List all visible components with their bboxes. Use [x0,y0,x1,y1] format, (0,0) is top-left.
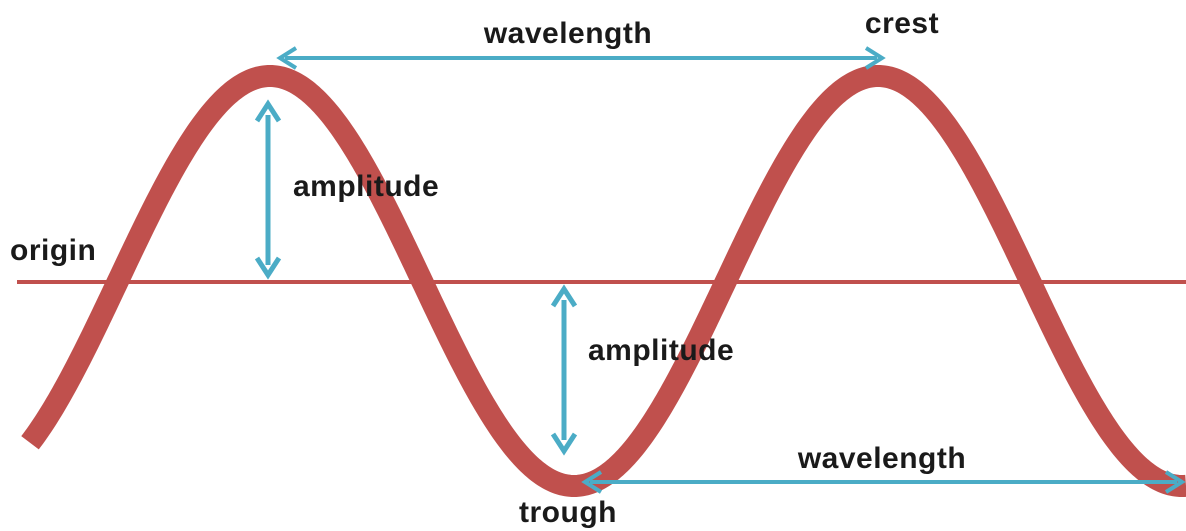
wavelength-bottom-label: wavelength [797,442,966,475]
amplitude-arrow-upper [254,99,282,280]
trough-label: trough [519,496,617,529]
wave-curve [21,64,1186,498]
wavelength-top-label: wavelength [483,17,652,50]
wavelength-arrow-top [276,46,886,70]
amplitude-upper-label: amplitude [293,170,439,203]
crest-label: crest [865,7,939,40]
origin-label: origin [10,234,96,267]
amplitude-arrow-lower [550,284,578,456]
amplitude-lower-label: amplitude [588,334,734,367]
wavelength-arrow-bottom [581,470,1186,494]
